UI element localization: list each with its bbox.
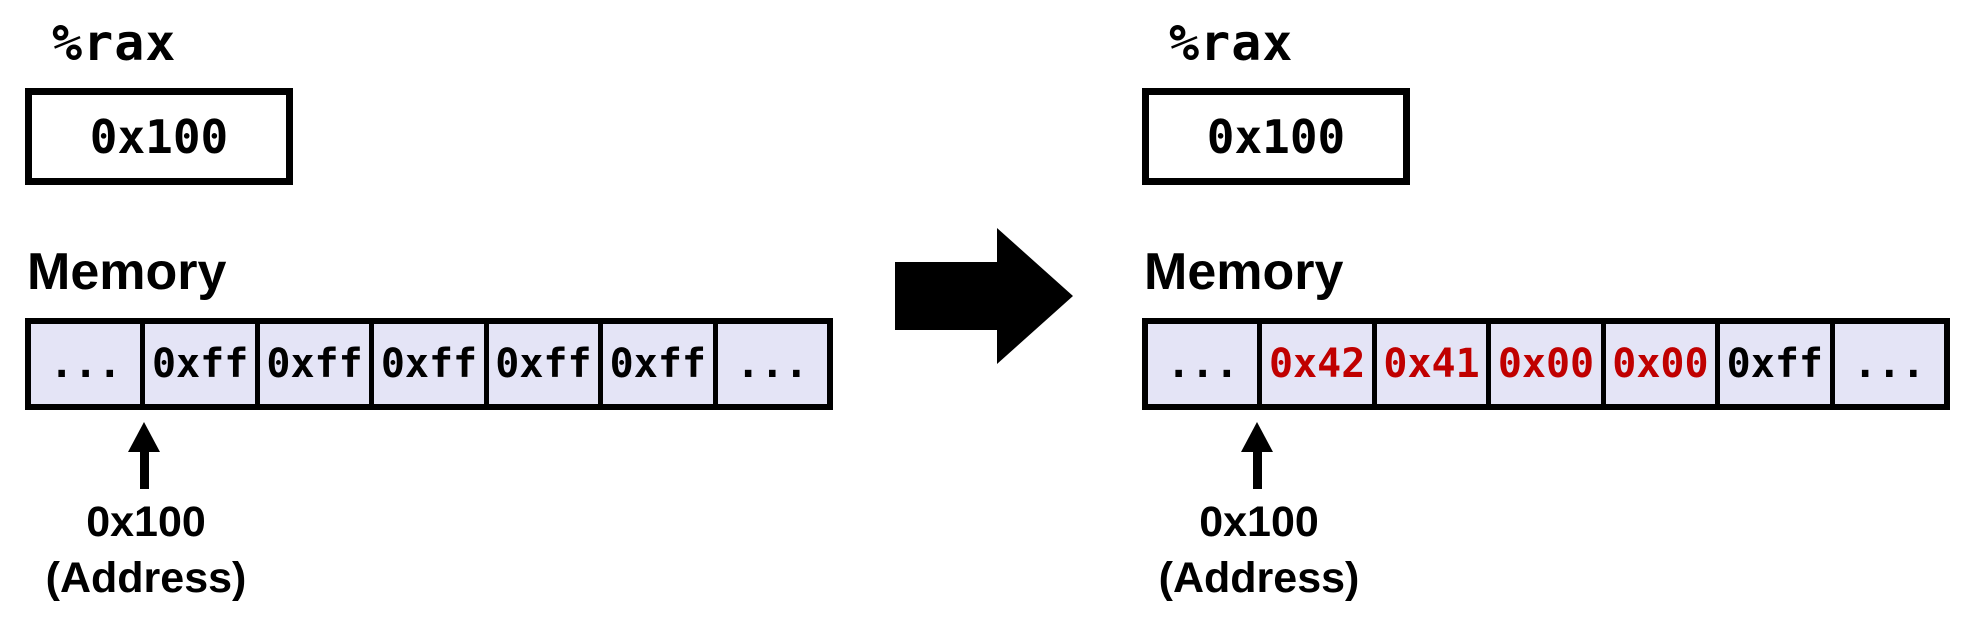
left-memory-cell-6: ... — [712, 324, 827, 404]
left-register-box: 0x100 — [25, 88, 293, 185]
right-address-value: 0x100 — [1199, 498, 1319, 546]
right-address-block: 0x100 (Address) — [1139, 494, 1379, 606]
right-register-value: 0x100 — [1206, 109, 1346, 164]
left-memory-cell-0: ... — [31, 324, 141, 404]
left-memory-cell-5: 0xff — [598, 324, 713, 404]
right-memory-cell-4: 0x00 — [1600, 324, 1716, 404]
right-memory-cell-1: 0x42 — [1257, 324, 1372, 404]
left-memory-row: ... 0xff 0xff 0xff 0xff 0xff ... — [25, 318, 833, 410]
right-memory-cell-2: 0x41 — [1371, 324, 1487, 404]
left-memory-cell-3: 0xff — [369, 324, 484, 404]
right-memory-cell-5: 0xff — [1715, 324, 1830, 404]
left-memory-cell-4: 0xff — [483, 324, 599, 404]
left-memory-cell-1: 0xff — [140, 324, 255, 404]
left-address-value: 0x100 — [86, 498, 206, 546]
left-address-caption: (Address) — [45, 554, 247, 602]
right-register-box: 0x100 — [1142, 88, 1410, 185]
left-memory-label: Memory — [27, 243, 227, 301]
left-register-value: 0x100 — [89, 109, 229, 164]
right-register-name: %rax — [1169, 14, 1294, 72]
left-register-name: %rax — [52, 14, 177, 72]
right-memory-cell-3: 0x00 — [1486, 324, 1601, 404]
right-memory-cell-6: ... — [1829, 324, 1944, 404]
right-address-caption: (Address) — [1158, 554, 1360, 602]
right-arrow-up-icon — [1241, 422, 1273, 489]
left-memory-cell-2: 0xff — [254, 324, 370, 404]
right-memory-label: Memory — [1144, 243, 1344, 301]
left-arrow-up-icon — [128, 422, 160, 489]
transition-arrow-right-icon — [895, 228, 1073, 364]
left-address-block: 0x100 (Address) — [26, 494, 266, 606]
right-memory-row: ... 0x42 0x41 0x00 0x00 0xff ... — [1142, 318, 1950, 410]
right-memory-cell-0: ... — [1148, 324, 1258, 404]
